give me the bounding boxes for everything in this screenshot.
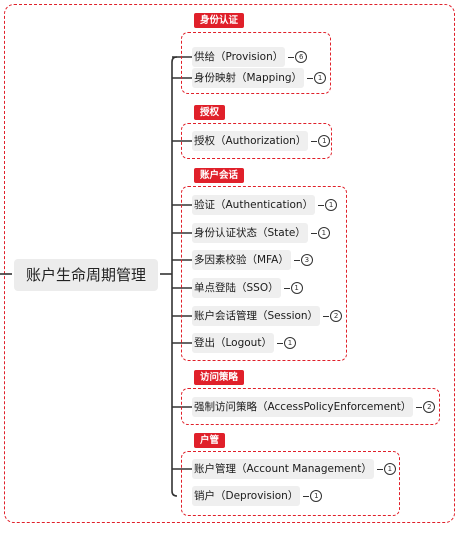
node-logout[interactable]: 登出（Logout） 1 [192, 333, 296, 353]
group-session-title: 账户会话 [194, 168, 245, 183]
count-badge: 1 [318, 135, 331, 147]
count-badge: 1 [310, 490, 323, 502]
count-badge: 1 [314, 72, 327, 84]
node-mapping[interactable]: 身份映射（Mapping） 1 [192, 68, 327, 88]
group-identity-auth-title: 身份认证 [194, 13, 245, 28]
node-account-management[interactable]: 账户管理（Account Management） 1 [192, 459, 396, 479]
count-badge: 1 [283, 337, 296, 349]
group-access-policy-box [181, 388, 440, 425]
count-badge: 1 [290, 282, 303, 294]
count-badge: 1 [317, 227, 330, 239]
node-label: 授权（Authorization） [192, 131, 309, 151]
node-session[interactable]: 账户会话管理（Session） 2 [192, 306, 343, 326]
mindmap-frame [4, 4, 455, 523]
count-badge: 6 [295, 51, 308, 63]
count-badge: 1 [383, 463, 396, 475]
node-label: 供给（Provision） [192, 47, 286, 67]
node-label: 身份映射（Mapping） [192, 68, 305, 88]
node-authentication[interactable]: 验证（Authentication） 1 [192, 195, 338, 215]
node-provision[interactable]: 供给（Provision） 6 [192, 47, 308, 67]
group-authorization-title: 授权 [194, 105, 226, 120]
group-session-box [181, 186, 347, 361]
group-account-mgmt-box [181, 451, 400, 516]
node-label: 账户会话管理（Session） [192, 306, 321, 326]
node-deprovision[interactable]: 销户（Deprovision） 1 [192, 486, 323, 506]
node-label: 验证（Authentication） [192, 195, 316, 215]
node-state[interactable]: 身份认证状态（State） 1 [192, 223, 330, 243]
group-authorization-box [181, 123, 332, 159]
node-label: 多因素校验（MFA） [192, 250, 291, 270]
group-identity-auth-box [181, 32, 331, 94]
count-badge: 1 [325, 199, 338, 211]
count-badge: 2 [330, 310, 343, 322]
node-sso[interactable]: 单点登陆（SSO） 1 [192, 278, 303, 298]
node-label: 登出（Logout） [192, 333, 274, 353]
count-badge: 3 [300, 254, 313, 266]
group-access-policy-title: 访问策略 [194, 370, 245, 385]
node-mfa[interactable]: 多因素校验（MFA） 3 [192, 250, 313, 270]
group-account-mgmt-title: 户管 [194, 433, 226, 448]
node-authorization[interactable]: 授权（Authorization） 1 [192, 131, 331, 151]
node-label: 账户管理（Account Management） [192, 459, 374, 479]
node-label: 强制访问策略（AccessPolicyEnforcement） [192, 397, 414, 417]
node-label: 身份认证状态（State） [192, 223, 308, 243]
node-access-policy-enforcement[interactable]: 强制访问策略（AccessPolicyEnforcement） 2 [192, 397, 436, 417]
count-badge: 2 [423, 401, 436, 413]
node-label: 单点登陆（SSO） [192, 278, 281, 298]
node-label: 销户（Deprovision） [192, 486, 301, 506]
root-node[interactable]: 账户生命周期管理 [14, 259, 159, 291]
